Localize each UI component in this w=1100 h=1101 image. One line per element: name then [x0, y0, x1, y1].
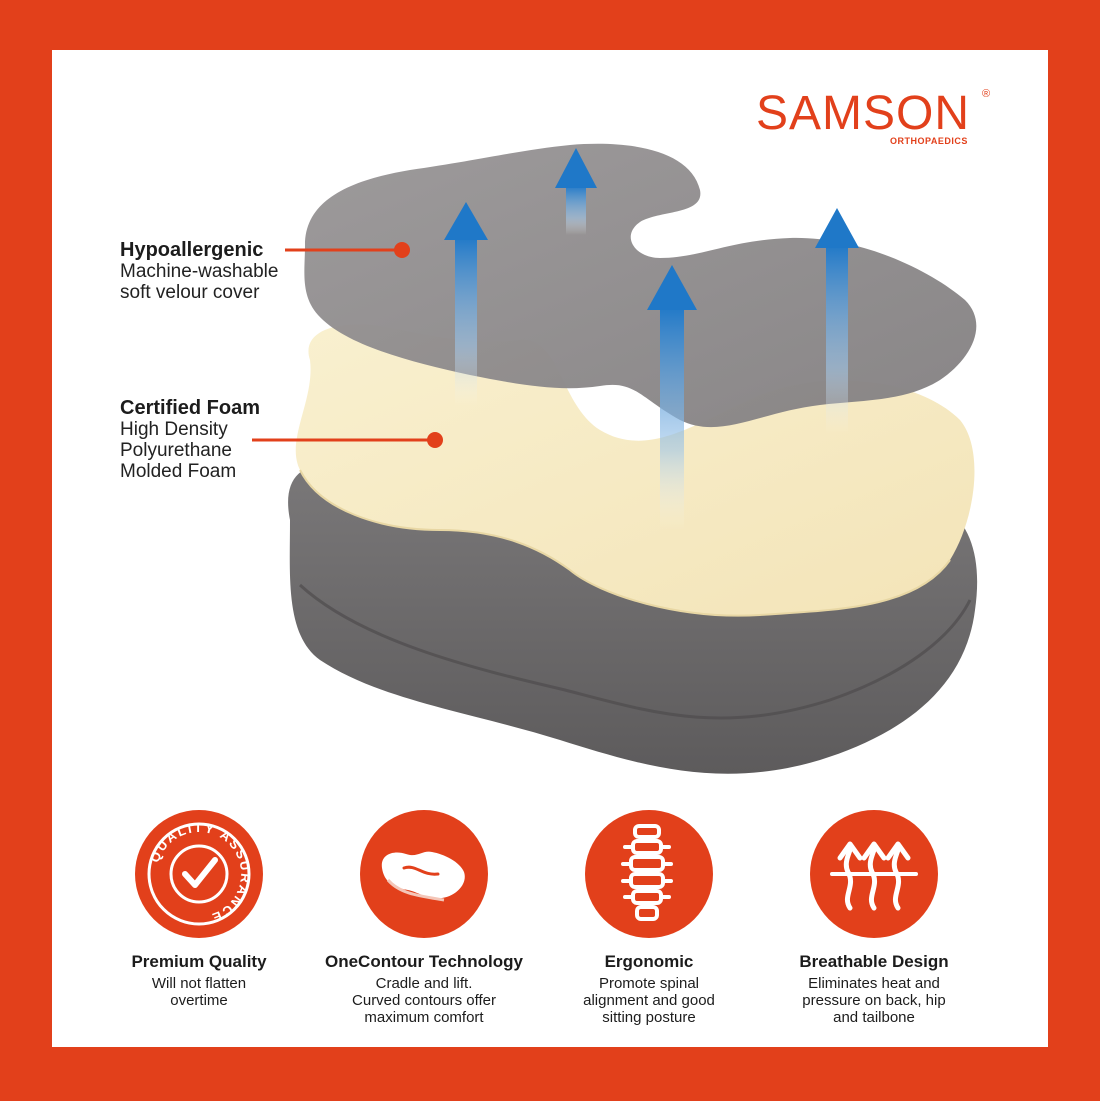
callout-foam-line-2: Polyurethane [120, 440, 232, 461]
spine-icon [585, 810, 713, 938]
feature-description: Cradle and lift. Curved contours offer m… [352, 975, 496, 1026]
feature-onecontour: OneContour Technology Cradle and lift. C… [309, 810, 539, 1026]
callout-foam: Certified Foam High Density Polyurethane… [120, 397, 261, 483]
feature-title: Ergonomic [604, 952, 694, 971]
feature-description: Will not flatten overtime [151, 975, 247, 1009]
callout-cover-title: Hypoallergenic [120, 239, 264, 261]
airflow-arrow-2 [555, 148, 597, 235]
cushion-layers-illustration [252, 143, 978, 774]
brand-subtitle: ORTHOPAEDICS [890, 136, 968, 146]
airflow-arrow-1 [444, 202, 488, 406]
quality-assurance-icon: QUALITY ASSURANCE [135, 810, 263, 938]
callout-cover: Hypoallergenic Machine-washable soft vel… [120, 239, 279, 304]
feature-title: Breathable Design [799, 952, 949, 971]
feature-description: Eliminates heat and pressure on back, hi… [802, 975, 946, 1026]
feature-breathable: Breathable Design Eliminates heat and pr… [759, 810, 989, 1026]
callout-cover-line-2: soft velour cover [120, 282, 260, 303]
registered-mark: ® [982, 88, 991, 100]
brand-logo: SAMSON ® ORTHOPAEDICS [756, 88, 996, 152]
feature-title: OneContour Technology [324, 952, 523, 971]
callout-foam-title: Certified Foam [120, 397, 261, 419]
callout-foam-line-1: High Density [120, 419, 228, 440]
brand-name: SAMSON [756, 87, 971, 140]
feature-description: Promote spinal alignment and good sittin… [583, 975, 715, 1026]
feature-title: Premium Quality [131, 952, 267, 971]
callout-foam-line-3: Molded Foam [120, 461, 237, 482]
callout-leader-cover [285, 242, 410, 258]
callout-cover-line-1: Machine-washable [120, 261, 279, 282]
contour-cushion-icon [360, 810, 488, 938]
airflow-arrow-4 [815, 208, 859, 434]
airflow-arrows [444, 148, 859, 530]
airflow-arrow-3 [647, 265, 697, 530]
feature-premium-quality: QUALITY ASSURANCE Premium Quality Will n… [84, 810, 314, 1009]
feature-ergonomic: Ergonomic Promote spinal alignment and g… [534, 810, 764, 1026]
callout-leader-foam [252, 432, 443, 448]
airflow-arrows-icon [810, 810, 938, 938]
